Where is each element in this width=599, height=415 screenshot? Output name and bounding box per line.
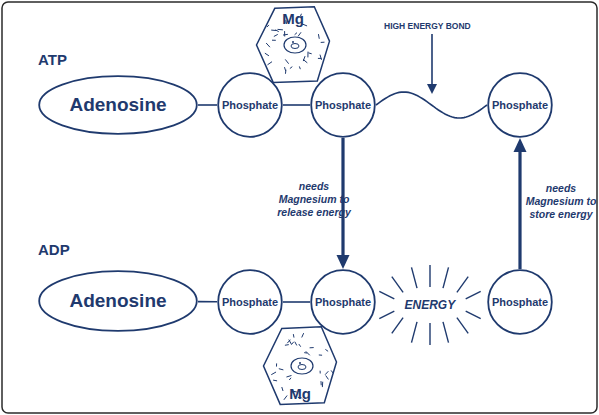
phosphate-circle: Phosphate — [217, 72, 283, 138]
node-text: Phosphate — [222, 296, 278, 308]
callout-label: HIGH ENERGY BOND — [384, 21, 471, 31]
edge-label: needs Magnesium to release energy — [270, 180, 358, 219]
node-text: Phosphate — [492, 99, 548, 111]
molecule-label: ADP — [38, 241, 70, 258]
phosphate-circle: Phosphate — [487, 269, 553, 335]
node-text: Phosphate — [315, 99, 371, 111]
bond-line — [283, 302, 310, 303]
energy-burst — [379, 265, 480, 345]
node-text: Mg — [255, 10, 331, 27]
bond-line — [198, 301, 217, 302]
node-text: Mg — [262, 385, 338, 402]
node-text: Phosphate — [222, 99, 278, 111]
edge-label: needs Magnesium to store energy — [524, 182, 598, 221]
bond-line — [198, 105, 217, 106]
leader-arrow — [427, 34, 437, 94]
molecule-label: ATP — [38, 51, 67, 68]
node-text: Adenosine — [69, 290, 166, 312]
bond-line — [283, 105, 310, 106]
flow-arrow — [514, 138, 527, 269]
magnesium-ion: Mg — [262, 326, 338, 406]
adenosine-ellipse: Adenosine — [38, 270, 198, 332]
node-text: Phosphate — [315, 296, 371, 308]
node-text: Phosphate — [492, 296, 548, 308]
adenosine-ellipse: Adenosine — [38, 75, 198, 135]
phosphate-circle: Phosphate — [310, 269, 376, 335]
energy-label: ENERGY — [405, 298, 456, 312]
phosphate-circle: Phosphate — [487, 72, 553, 138]
node-text: Adenosine — [69, 94, 166, 116]
high-energy-bond — [376, 92, 487, 118]
magnesium-ion: Mg — [255, 6, 331, 84]
phosphate-circle: Phosphate — [310, 72, 376, 138]
phosphate-circle: Phosphate — [217, 269, 283, 335]
